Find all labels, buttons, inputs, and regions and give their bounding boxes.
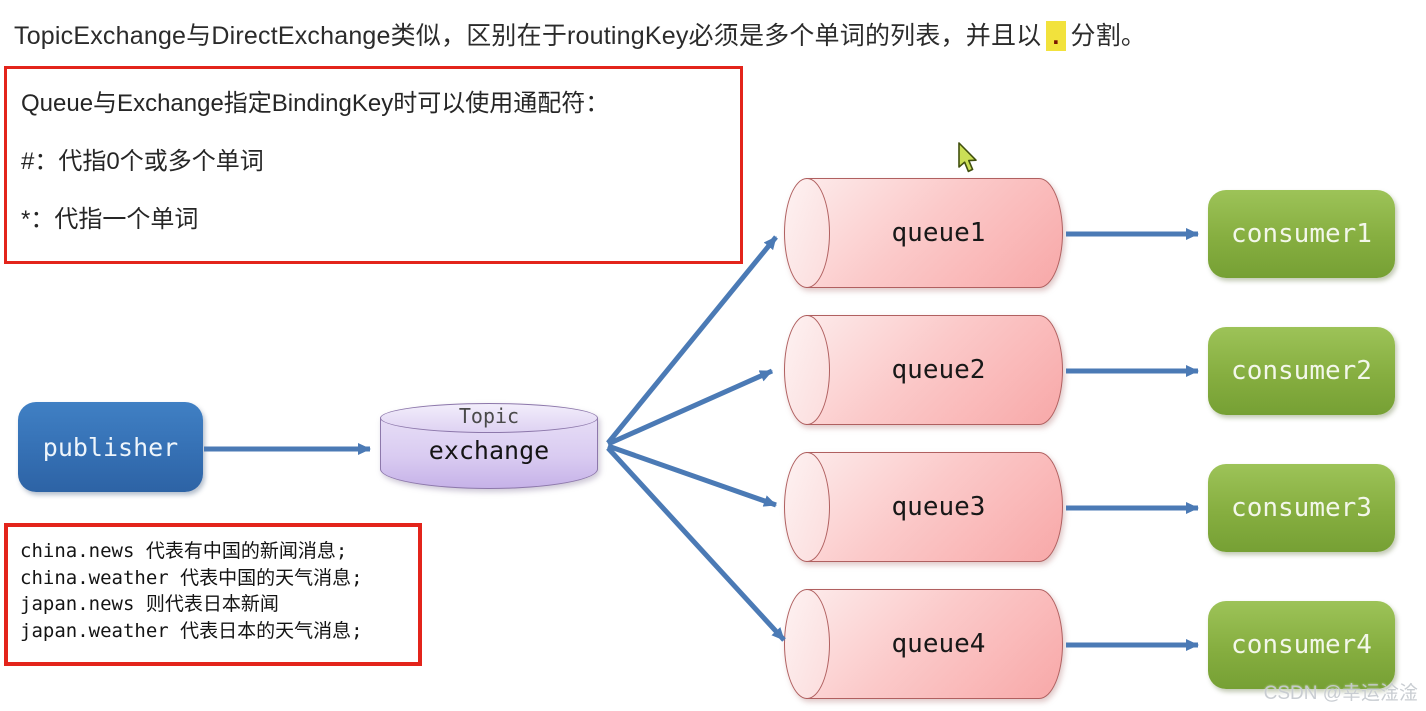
queue-cylinder-cap — [784, 315, 830, 425]
queue-node-1: queue1 — [784, 178, 1063, 288]
routing-example-line: china.weather 代表中国的天气消息; — [20, 566, 363, 589]
consumer-node-1: consumer1 — [1208, 190, 1395, 278]
queue-cylinder-body — [806, 178, 1063, 288]
queue-cylinder-body — [806, 452, 1063, 562]
title-prefix: TopicExchange与DirectExchange类似，区别在于routi… — [14, 22, 1042, 50]
queue-cylinder-cap — [784, 452, 830, 562]
arrow-exchange-to-queue1 — [606, 235, 778, 445]
exchange-type-label: Topic — [458, 404, 520, 428]
title-highlighted-dot: . — [1046, 21, 1066, 51]
csdn-watermark: CSDN @幸运淦淦 — [1263, 683, 1418, 704]
arrow-exchange-to-queue2 — [606, 368, 774, 447]
title-suffix: 分割。 — [1070, 22, 1147, 50]
queue-label: queue1 — [891, 218, 986, 248]
page-title: TopicExchange与DirectExchange类似，区别在于routi… — [14, 16, 1146, 52]
consumer-label: consumer2 — [1231, 356, 1372, 386]
exchange-node: Topic exchange — [380, 403, 598, 489]
queue-label: queue2 — [891, 355, 986, 385]
wildcard-note-line: Queue与Exchange指定BindingKey时可以使用通配符： — [21, 89, 610, 117]
queue-cylinder-body — [806, 315, 1063, 425]
consumer-label: consumer3 — [1231, 493, 1372, 523]
routing-examples-box: china.news 代表有中国的新闻消息; china.weather 代表中… — [4, 523, 422, 666]
queue-cylinder-body — [806, 589, 1063, 699]
queue-node-2: queue2 — [784, 315, 1063, 425]
arrow-exchange-to-queue3 — [607, 443, 777, 508]
routing-example-line: japan.news 则代表日本新闻 — [20, 593, 279, 615]
wildcard-note-box: Queue与Exchange指定BindingKey时可以使用通配符： #：代指… — [4, 66, 743, 264]
mouse-cursor-icon — [958, 142, 977, 173]
wildcard-note-line: #：代指0个或多个单词 — [21, 147, 264, 175]
routing-example-line: china.news 代表有中国的新闻消息; — [20, 540, 348, 562]
consumer-node-2: consumer2 — [1208, 327, 1395, 415]
consumer-node-4: consumer4 — [1208, 601, 1395, 689]
queue-label: queue4 — [891, 629, 986, 659]
queue-node-3: queue3 — [784, 452, 1063, 562]
exchange-label: exchange — [428, 436, 550, 465]
queue-cylinder-cap — [784, 589, 830, 699]
queue-cylinder-cap — [784, 178, 830, 288]
wildcard-note-line: *：代指一个单词 — [21, 205, 199, 233]
queue-node-4: queue4 — [784, 589, 1063, 699]
consumer-node-3: consumer3 — [1208, 464, 1395, 552]
routing-example-line: japan.weather 代表日本的天气消息; — [20, 619, 363, 642]
queue-label: queue3 — [891, 492, 986, 522]
publisher-node: publisher — [18, 402, 203, 492]
consumer-label: consumer4 — [1231, 630, 1372, 660]
consumer-label: consumer1 — [1231, 219, 1372, 249]
arrow-exchange-to-queue4 — [606, 446, 786, 642]
exchange-cylinder-top — [380, 403, 598, 433]
publisher-label: publisher — [42, 432, 179, 462]
